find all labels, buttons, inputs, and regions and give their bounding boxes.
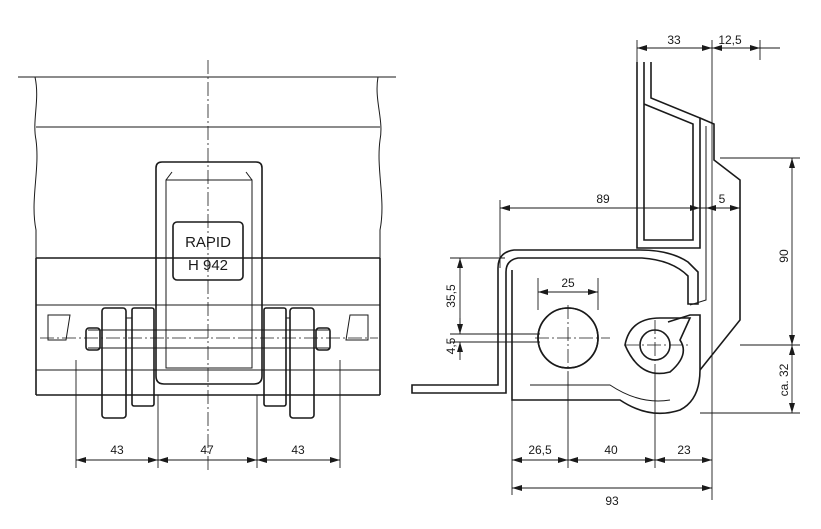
dim-89: 89 (596, 192, 610, 206)
dim-35-5: 35,5 (444, 284, 458, 308)
dim-left-b: 47 (200, 443, 214, 457)
dim-4-5: 4,5 (444, 337, 458, 354)
front-view: RAPID H 942 43 47 43 (18, 60, 396, 470)
dim-top-a: 33 (667, 33, 681, 47)
dim-ca-32: ca. 32 (777, 363, 791, 396)
dim-top-b: 12,5 (718, 33, 742, 47)
dim-25: 25 (561, 276, 575, 290)
dim-90: 90 (777, 249, 791, 263)
dim-left-c: 43 (291, 443, 305, 457)
dim-left-a: 43 (110, 443, 124, 457)
side-view: 33 12,5 89 5 90 ca. 32 25 (411, 33, 800, 508)
dim-40: 40 (604, 443, 618, 457)
dim-23: 23 (677, 443, 691, 457)
dim-93: 93 (605, 494, 619, 508)
dim-26-5: 26,5 (528, 443, 552, 457)
dim-5: 5 (719, 192, 726, 206)
